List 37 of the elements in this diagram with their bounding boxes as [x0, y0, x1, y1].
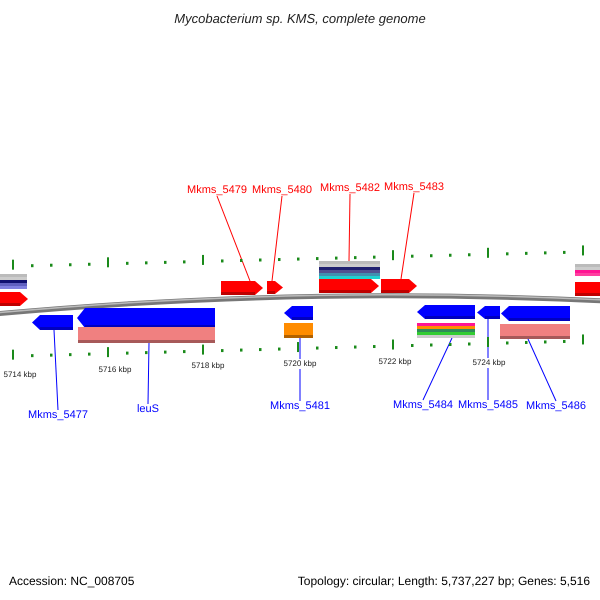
gene-feature: [32, 315, 73, 330]
gene-label: Mkms_5482: [320, 183, 380, 194]
accession-text: Accession: NC_008705: [9, 575, 134, 587]
scale-label: 5714 kbp: [4, 370, 36, 380]
leader-line: [216, 196, 250, 282]
leader-line: [348, 194, 350, 262]
gene-label: Mkms_5481: [270, 401, 330, 412]
gene-feature: [77, 308, 215, 343]
scale-label: 5716 kbp: [98, 365, 132, 375]
gene-feature: [267, 281, 283, 294]
gene-feature: [500, 306, 570, 339]
scale-label: 5720 kbp: [284, 359, 316, 369]
scale-label: 5718 kbp: [192, 361, 224, 371]
gene-label: Mkms_5477: [28, 410, 88, 421]
leader-line: [422, 338, 452, 400]
gene-label: Mkms_5485: [458, 400, 518, 411]
gene-feature: [284, 306, 313, 338]
gene-feature: [381, 279, 417, 293]
gene-feature: [417, 305, 475, 338]
leader-line: [148, 342, 150, 404]
leader-line: [54, 330, 58, 410]
title: Mycobacterium sp. KMS, complete genome: [173, 12, 427, 25]
gene-label: Mkms_5480: [252, 185, 312, 196]
gene-feature: [319, 261, 380, 293]
gene-label: leuS: [136, 404, 160, 415]
leader-line: [400, 192, 414, 280]
scale-label: 5724 kbp: [472, 358, 506, 368]
gene-label: Mkms_5486: [526, 401, 586, 412]
gene-feature: [221, 281, 263, 295]
gene-label: Mkms_5479: [187, 185, 247, 196]
gene-label: Mkms_5484: [393, 400, 453, 411]
gene-feature: [477, 306, 500, 319]
leader-line: [528, 338, 556, 402]
gene-label: Mkms_5483: [384, 182, 444, 193]
leader-line: [272, 196, 282, 282]
genome-info-text: Topology: circular; Length: 5,737,227 bp; Genes: 5,516: [298, 575, 590, 587]
scale-label: 5722 kbp: [378, 357, 412, 367]
